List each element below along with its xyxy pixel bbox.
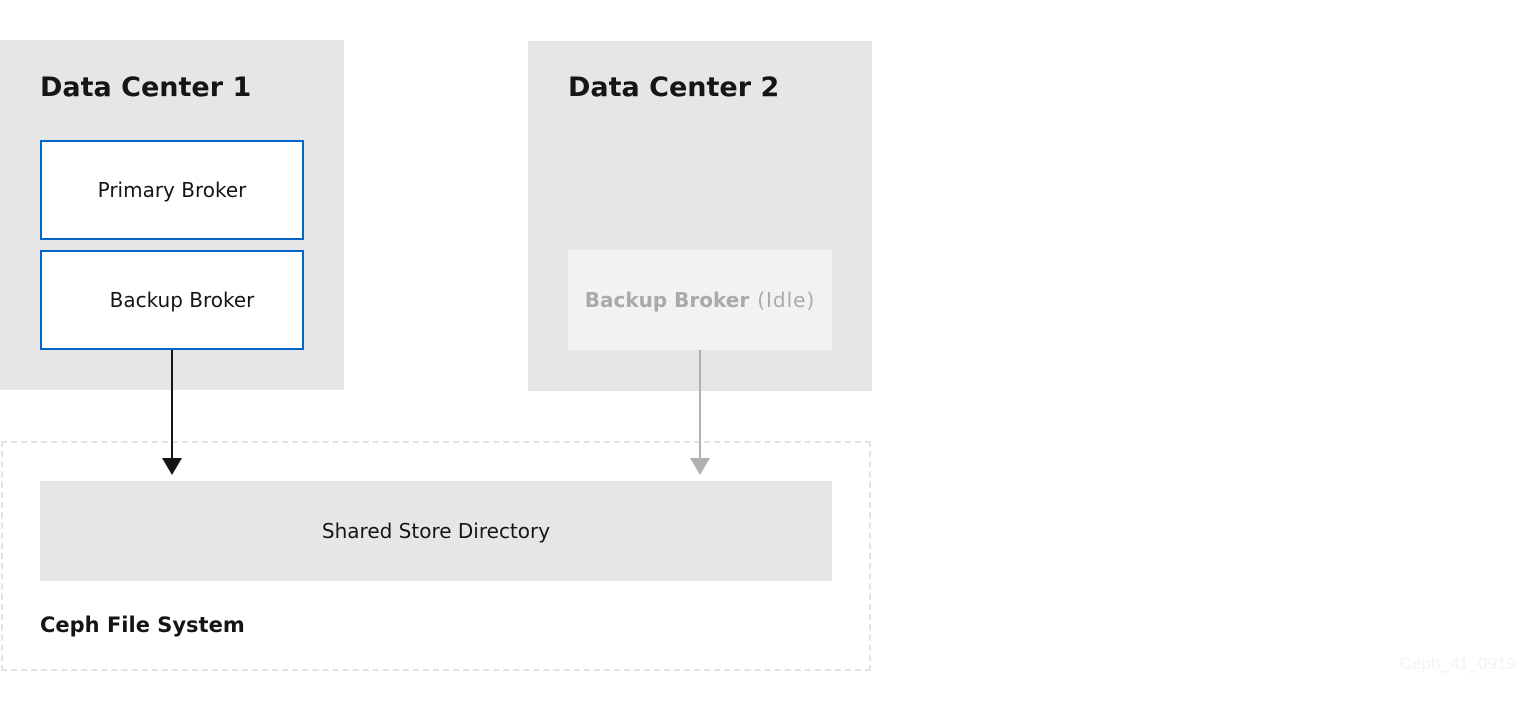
- ceph-file-system-label: Ceph File System: [40, 613, 245, 637]
- shared-store-directory-box: Shared Store Directory: [40, 481, 832, 581]
- backup-broker-dc2-label: Backup Broker: [584, 288, 750, 312]
- primary-broker-label: Primary Broker: [97, 178, 247, 202]
- active-arrow-head: [162, 458, 182, 475]
- backup-broker-dc2-state: (Idle): [757, 288, 816, 312]
- shared-store-directory-label: Shared Store Directory: [321, 519, 551, 543]
- data-center-1-title: Data Center 1: [40, 72, 252, 103]
- idle-arrow-head: [690, 458, 710, 475]
- backup-broker-dc2-box: Backup Broker (Idle): [568, 250, 832, 350]
- backup-broker-dc1-box: Backup Broker: [40, 250, 304, 350]
- backup-broker-dc1-label: Backup Broker: [109, 288, 255, 312]
- figure-id-watermark: Ceph_41_0919: [1399, 654, 1516, 673]
- data-center-2-title: Data Center 2: [568, 72, 780, 103]
- ceph-file-system-boundary: [1, 441, 871, 671]
- primary-broker-box: Primary Broker: [40, 140, 304, 240]
